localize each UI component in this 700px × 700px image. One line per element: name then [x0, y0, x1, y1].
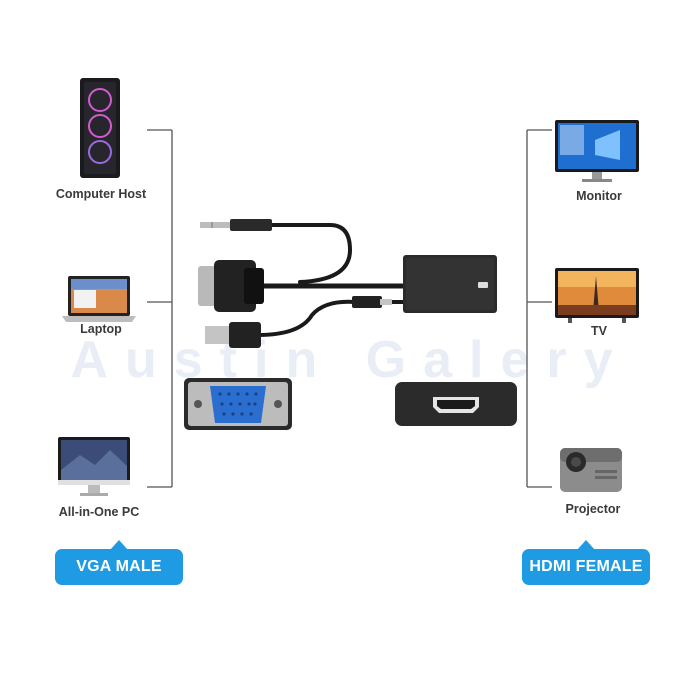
device-label-tv: TV — [591, 324, 607, 338]
laptop-icon — [62, 276, 136, 322]
vga-port-icon — [184, 378, 292, 430]
tv-icon — [555, 268, 639, 323]
all-in-one-pc-icon — [58, 437, 130, 496]
vga-male-badge: VGA MALE — [55, 540, 183, 585]
device-label-all-in-one-pc: All-in-One PC — [58, 505, 140, 519]
audio-jack-icon — [200, 219, 272, 231]
device-label-projector: Projector — [565, 502, 621, 516]
adapter-box — [403, 255, 497, 313]
adapter-cables — [256, 223, 408, 337]
micro-usb-plug-icon — [352, 296, 392, 308]
monitor-icon — [555, 120, 639, 182]
right-bracket — [526, 129, 552, 488]
hdmi-female-badge: HDMI FEMALE — [522, 540, 650, 585]
watermark-text: Austin Galery — [70, 331, 630, 389]
usb-plug-icon — [205, 322, 261, 348]
device-label-laptop: Laptop — [80, 322, 122, 336]
device-label-computer-host: Computer Host — [55, 187, 147, 201]
hdmi-port-icon — [395, 382, 517, 426]
projector-icon — [560, 448, 622, 492]
vga-plug-icon — [198, 260, 264, 312]
computer-tower-icon — [80, 78, 120, 178]
left-bracket — [147, 129, 173, 488]
device-label-monitor: Monitor — [576, 189, 622, 203]
